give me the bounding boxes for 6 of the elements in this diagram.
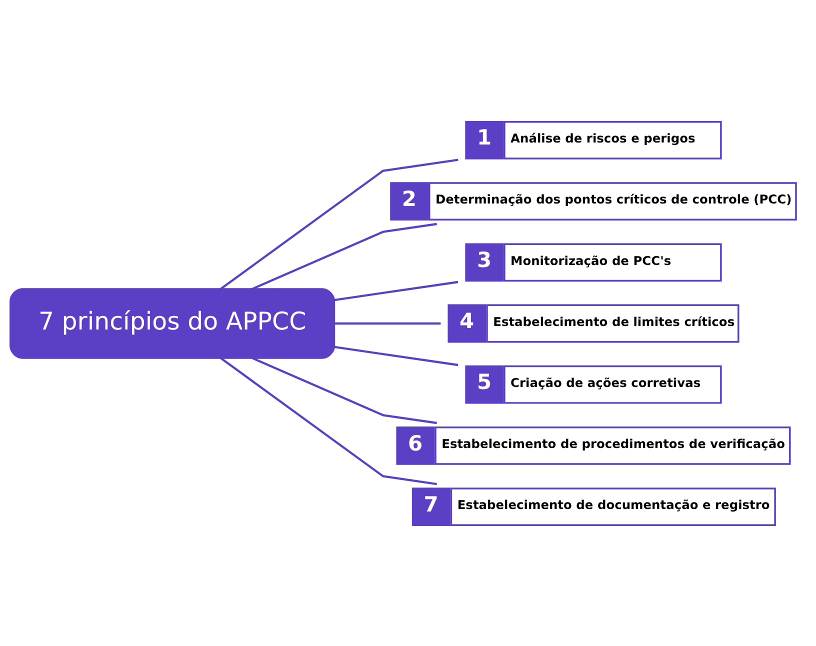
connector	[332, 280, 458, 301]
connector	[332, 322, 441, 324]
node-box: 7 princípios do APPCC	[10, 288, 336, 358]
connector	[248, 222, 437, 292]
connector	[332, 345, 458, 366]
connector	[218, 158, 458, 292]
